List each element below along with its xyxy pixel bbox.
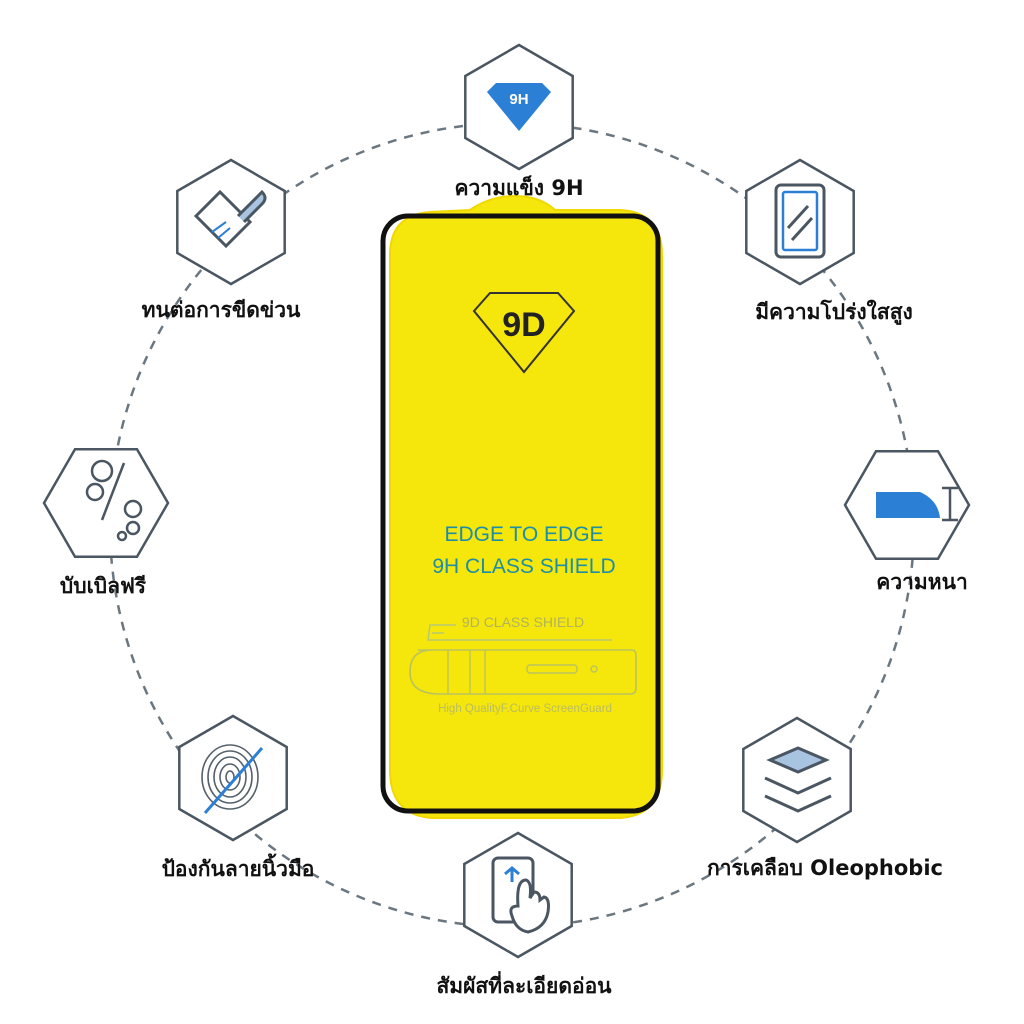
hexagon-frame-oleophobic: [742, 716, 852, 844]
diamond-9h-icon: 9H: [487, 83, 551, 131]
hexagon-frame-transparency: [745, 158, 855, 286]
feature-label-oleophobic: การเคลือบ Oleophobic: [707, 856, 943, 880]
thickness-icon: [876, 486, 958, 522]
diagram-caption: High QualityF.Curve ScreenGuard: [438, 703, 612, 715]
diamond-9h-text: 9H: [509, 91, 528, 108]
feature-label-thickness: ความหนา: [876, 570, 968, 594]
feature-label-touch: สัมผัสที่ละเอียดอ่อน: [436, 974, 612, 998]
headline-line1: EDGE TO EDGE: [444, 523, 603, 546]
fingerprint-icon: [201, 744, 264, 814]
badge-9d: 9D: [472, 292, 576, 374]
feature-label-fingerprint: ป้องกันลายนิ้วมือ: [161, 857, 315, 881]
feature-label-bubble: บับเบิลฟรี: [59, 574, 147, 598]
hexagon-frame-scratch: [176, 158, 286, 286]
headline-line2: 9H CLASS SHIELD: [432, 555, 615, 578]
feature-label-hardness: ความแข็ง 9H: [454, 176, 584, 200]
touch-hand-icon: [491, 856, 550, 934]
badge-text: 9D: [502, 306, 545, 344]
feature-label-scratch: ทนต่อการขีดข่วน: [141, 298, 301, 322]
scratch-pen-icon: [193, 189, 267, 249]
clear-screen-icon: [774, 183, 826, 259]
glass-black-border: [380, 213, 661, 814]
hexagon-frame-bubble: [42, 448, 170, 558]
diagram-title: 9D CLASS SHIELD: [462, 614, 584, 630]
bubbles-icon: [85, 459, 143, 542]
hexagon-frame-fingerprint: [178, 714, 288, 842]
feature-label-transparency: มีความโปร่งใสสูง: [755, 300, 913, 324]
layers-icon: [764, 746, 832, 813]
cross-section-diagram: 9D CLASS SHIELD High QualityF.Curve Scre…: [409, 614, 637, 715]
screen-protector: 9D EDGE TO EDGE 9H CLASS SHIELD 9D CLASS…: [380, 194, 663, 819]
